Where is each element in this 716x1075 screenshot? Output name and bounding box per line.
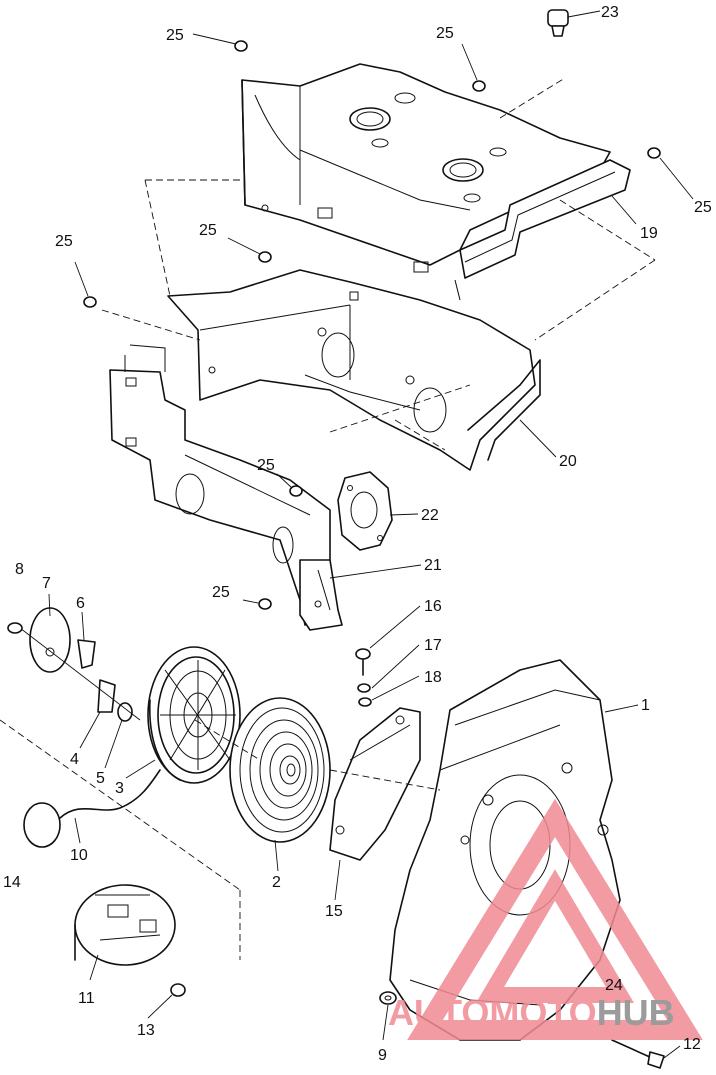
callout-12: 12: [683, 1036, 701, 1053]
leader-lines: [48, 10, 694, 1059]
watermark-brand: AUTOMOTOHUB: [388, 992, 675, 1033]
callout-25: 25: [199, 222, 217, 239]
callout-9: 9: [378, 1047, 387, 1064]
callout-18: 18: [424, 669, 442, 686]
bracket-15: [329, 707, 421, 861]
screw-8: [7, 622, 23, 634]
callout-2: 2: [272, 874, 281, 891]
callout-3: 3: [115, 780, 124, 797]
callout-25: 25: [212, 584, 230, 601]
bolt-23: [547, 9, 569, 37]
callout-11: 11: [78, 990, 95, 1007]
bolt-12: [611, 1039, 665, 1069]
watermark-inner-triangle: [475, 869, 635, 1003]
starter-housing: [389, 659, 621, 1041]
gasket: [337, 471, 393, 551]
callout-22: 22: [421, 507, 439, 524]
callout-8: 8: [15, 561, 24, 578]
callout-7: 7: [42, 575, 51, 592]
watermark-logo: AUTOMOTOHUB: [388, 798, 703, 1040]
callout-19: 19: [640, 225, 658, 242]
screw-13: [170, 983, 186, 997]
callout-21: 21: [424, 557, 442, 574]
starter-cup: [74, 884, 176, 966]
callout-25: 25: [694, 199, 712, 216]
callout-20: 20: [559, 453, 577, 470]
bolt-16-17-18: [355, 648, 372, 707]
callout-25: 25: [55, 233, 73, 250]
callout-5: 5: [96, 770, 105, 787]
callout-13: 13: [137, 1022, 155, 1039]
recoil-spring: [229, 697, 331, 843]
upper-shroud: [241, 63, 631, 301]
callout-24: 24: [605, 977, 623, 994]
callout-25: 25: [436, 25, 454, 42]
callout-25: 25: [166, 27, 184, 44]
callout-23: 23: [601, 4, 619, 21]
callout-1: 1: [641, 697, 650, 714]
pawl-and-plate: [19, 607, 141, 722]
callout-17: 17: [424, 637, 442, 654]
starter-rope-handle: [23, 769, 161, 848]
nut-9: [379, 991, 397, 1005]
callout-10: 10: [70, 847, 88, 864]
deflector-plate: [167, 269, 541, 471]
assembly-lines: [0, 77, 656, 960]
callout-14: 14: [3, 874, 21, 891]
callout-6: 6: [76, 595, 85, 612]
callout-16: 16: [424, 598, 442, 615]
screws-25: [83, 40, 661, 610]
callout-labels: 23 25 25 25 19 25 25 20 25 22 21 25 8 7 …: [3, 4, 712, 1064]
callout-25: 25: [257, 457, 275, 474]
watermark-triangle: [407, 798, 703, 1040]
starter-pulley: [147, 646, 241, 784]
callout-4: 4: [70, 751, 79, 768]
callout-15: 15: [325, 903, 343, 920]
